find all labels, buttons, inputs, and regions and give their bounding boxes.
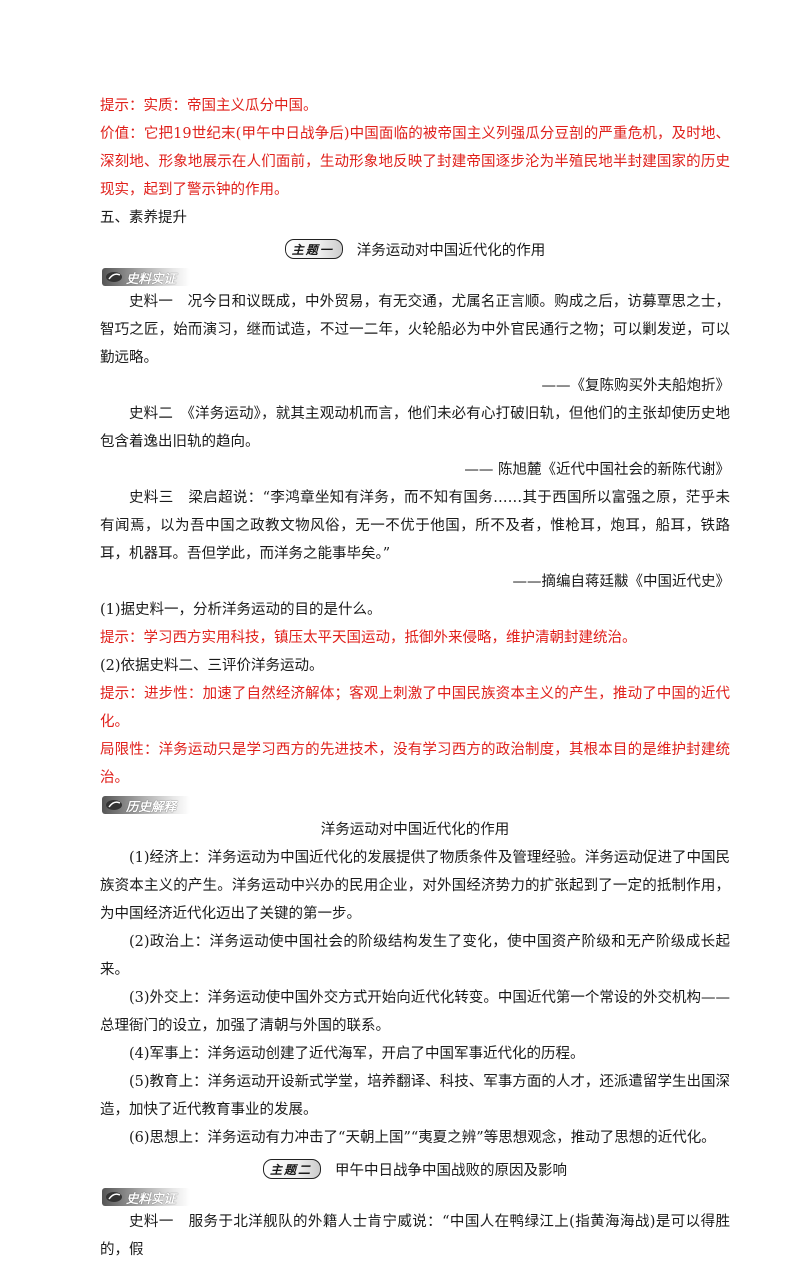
- source-3-citation: ——摘编自蒋廷黻《中国近代史》: [512, 574, 731, 590]
- tag-historical-evidence: 史料实证: [102, 268, 191, 286]
- source-2-citation: —— 陈旭麓《近代中国社会的新陈代谢》: [464, 462, 730, 478]
- topic-badge-label: 主题二: [269, 1162, 312, 1177]
- explain-point-1: (1)经济上：洋务运动为中国近代化的发展提供了物质条件及管理经验。洋务运动促进了…: [100, 850, 730, 922]
- topic-badge-1: 主题一: [284, 239, 343, 259]
- topic2-source-1: 史料一 服务于北洋舰队的外籍人士肯宁威说：“中国人在鸭绿江上(指黄海海战)是可以…: [100, 1214, 730, 1258]
- tag-historical-explanation: 历史解释: [102, 796, 191, 814]
- topic-badge-label: 主题一: [291, 242, 334, 257]
- tag-label: 历史解释: [126, 798, 177, 814]
- tag-label: 史料实证: [126, 1190, 177, 1206]
- answer-2-limitation: 局限性：洋务运动只是学习西方的先进技术，没有学习西方的政治制度，其根本目的是维护…: [100, 742, 730, 786]
- explain-point-5: (5)教育上：洋务运动开设新式学堂，培养翻译、科技、军事方面的人才，还派遣留学生…: [100, 1074, 730, 1118]
- explain-point-3: (3)外交上：洋务运动使中国外交方式开始向近代化转变。中国近代第一个常设的外交机…: [100, 990, 730, 1034]
- question-1: (1)据史料一，分析洋务运动的目的是什么。: [100, 602, 382, 618]
- hint-essence: 提示：实质：帝国主义瓜分中国。: [100, 98, 318, 114]
- explain-point-4: (4)军事上：洋务运动创建了近代海军，开启了中国军事近代化的历程。: [129, 1046, 585, 1062]
- tag-label: 史料实证: [126, 270, 177, 286]
- hint-value: 价值：它把19世纪末(甲午中日战争后)中国面临的被帝国主义列强瓜分豆剖的严重危机…: [100, 126, 730, 198]
- answer-1: 提示：学习西方实用科技，镇压太平天国运动，抵御外来侵略，维护清朝封建统治。: [100, 630, 637, 646]
- topic-badge-2: 主题二: [262, 1159, 321, 1179]
- topic-heading-2: 主题二 甲午中日战争中国战败的原因及影响: [100, 1154, 730, 1184]
- topic-title-2: 甲午中日战争中国战败的原因及影响: [335, 1162, 567, 1179]
- explain-point-6: (6)思想上：洋务运动有力冲击了“天朝上国”“夷夏之辨”等思想观念，推动了思想的…: [129, 1130, 716, 1146]
- brush-icon: [106, 1192, 122, 1202]
- explain-title: 洋务运动对中国近代化的作用: [320, 822, 510, 838]
- question-2: (2)依据史料二、三评价洋务运动。: [100, 658, 324, 674]
- brush-icon: [106, 800, 122, 810]
- explain-point-2: (2)政治上：洋务运动使中国社会的阶级结构发生了变化，使中国资产阶级和无产阶级成…: [100, 934, 730, 978]
- source-1-citation: ——《复陈购买外夫船炮折》: [541, 378, 731, 394]
- source-2: 史料二 《洋务运动》，就其主观动机而言，他们未必有心打破旧轨，但他们的主张却使历…: [100, 406, 730, 450]
- brush-icon: [106, 272, 122, 282]
- section-heading: 五、素养提升: [100, 210, 187, 226]
- topic-heading-1: 主题一 洋务运动对中国近代化的作用: [100, 234, 730, 264]
- topic-title-1: 洋务运动对中国近代化的作用: [356, 242, 546, 259]
- source-1: 史料一 况今日和议既成，中外贸易，有无交通，尤属名正言顺。购成之后，访募覃思之士…: [100, 294, 730, 366]
- answer-2-progress: 提示：进步性：加速了自然经济解体；客观上刺激了中国民族资本主义的产生，推动了中国…: [100, 686, 730, 730]
- document-page: 提示：实质：帝国主义瓜分中国。 价值：它把19世纪末(甲午中日战争后)中国面临的…: [100, 92, 730, 1264]
- source-3: 史料三 梁启超说：“李鸿章坐知有洋务，而不知有国务……其于西国所以富强之原，茫乎…: [100, 490, 730, 562]
- tag-historical-evidence-2: 史料实证: [102, 1188, 191, 1206]
